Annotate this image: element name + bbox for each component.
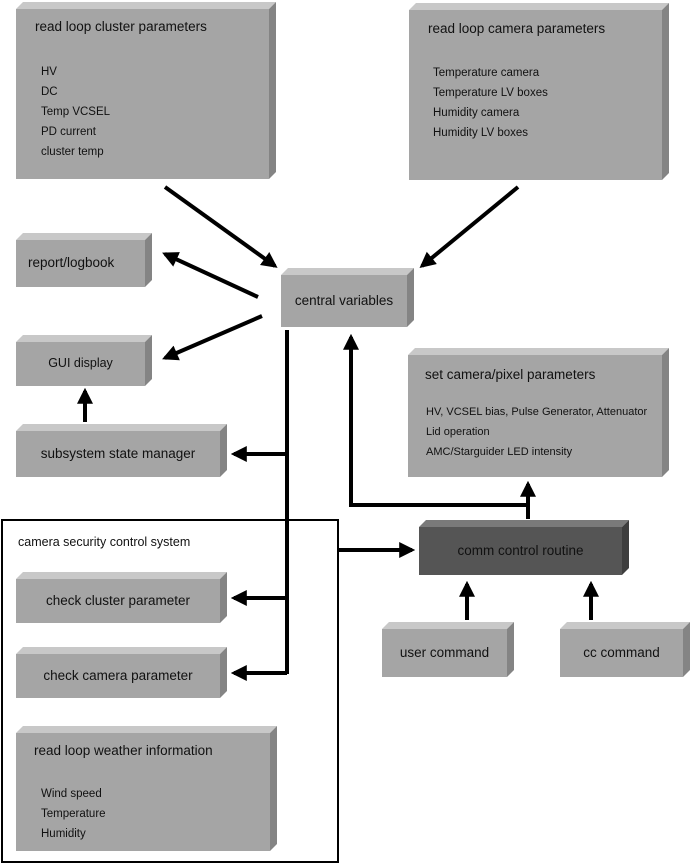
arrow-cluster-to-central bbox=[163, 185, 278, 268]
security-control-title: camera security control system bbox=[18, 535, 191, 549]
report-logbook-box: report/logbook bbox=[16, 240, 145, 287]
read-loop-camera-title: read loop camera parameters bbox=[428, 21, 606, 36]
list-item: Humidity camera bbox=[433, 107, 520, 119]
list-item: PD current bbox=[41, 126, 96, 138]
check-cluster-parameter-box: check cluster parameter bbox=[16, 579, 220, 623]
check-camera-parameter-box: check camera parameter bbox=[16, 654, 220, 698]
check-camera-parameter-title: check camera parameter bbox=[43, 668, 193, 683]
user-command-box: user command bbox=[382, 629, 507, 677]
arrow-camera-to-central bbox=[419, 185, 520, 269]
list-item: Temperature bbox=[41, 808, 106, 820]
list-item: AMC/Starguider LED intensity bbox=[426, 446, 573, 458]
list-item: HV bbox=[41, 66, 57, 78]
list-item: Temp VCSEL bbox=[41, 106, 111, 118]
list-item: Temperature LV boxes bbox=[433, 87, 548, 99]
read-loop-camera-box: read loop camera parameters Temperature … bbox=[409, 10, 662, 180]
user-command-title: user command bbox=[399, 645, 490, 660]
list-item: Humidity bbox=[41, 828, 86, 840]
arrow-comm-to-central bbox=[343, 333, 528, 507]
arrow-central-to-gui bbox=[162, 314, 263, 361]
set-camera-pixel-title: set camera/pixel parameters bbox=[425, 367, 596, 382]
read-loop-cluster-items: HV DC Temp VCSEL PD current cluster temp bbox=[41, 62, 110, 162]
check-cluster-parameter-title: check cluster parameter bbox=[45, 593, 191, 608]
comm-control-routine-title: comm control routine bbox=[457, 543, 584, 558]
central-variables-box: central variables bbox=[281, 275, 407, 327]
list-item: Wind speed bbox=[41, 788, 102, 800]
subsystem-state-manager-box: subsystem state manager bbox=[16, 431, 220, 477]
list-item: cluster temp bbox=[41, 146, 104, 158]
read-loop-weather-box: read loop weather information Wind speed… bbox=[16, 733, 270, 851]
read-loop-weather-items: Wind speed Temperature Humidity bbox=[41, 784, 106, 844]
set-camera-pixel-items: HV, VCSEL bias, Pulse Generator, Attenua… bbox=[426, 402, 647, 462]
list-item: Lid operation bbox=[426, 426, 490, 438]
read-loop-cluster-box: read loop cluster parameters HV DC Temp … bbox=[16, 9, 269, 179]
set-camera-pixel-box: set camera/pixel parameters HV, VCSEL bi… bbox=[408, 355, 662, 477]
cc-command-box: cc command bbox=[560, 629, 683, 677]
arrow-central-to-report bbox=[162, 252, 259, 299]
comm-control-routine-box: comm control routine bbox=[419, 527, 622, 575]
list-item: Temperature camera bbox=[433, 67, 540, 79]
read-loop-camera-items: Temperature camera Temperature LV boxes … bbox=[433, 63, 548, 143]
read-loop-cluster-title: read loop cluster parameters bbox=[35, 19, 207, 34]
subsystem-state-manager-title: subsystem state manager bbox=[40, 446, 196, 461]
security-control-frame bbox=[1, 519, 339, 863]
cc-command-title: cc command bbox=[583, 645, 660, 660]
list-item: HV, VCSEL bias, Pulse Generator, Attenua… bbox=[426, 406, 648, 418]
central-variables-title: central variables bbox=[294, 293, 394, 308]
report-logbook-title: report/logbook bbox=[28, 255, 115, 270]
list-item: DC bbox=[41, 86, 58, 98]
read-loop-weather-title: read loop weather information bbox=[34, 743, 213, 758]
gui-display-box: GUI display bbox=[16, 342, 145, 386]
gui-display-title: GUI display bbox=[48, 356, 113, 370]
list-item: Humidity LV boxes bbox=[433, 127, 529, 139]
